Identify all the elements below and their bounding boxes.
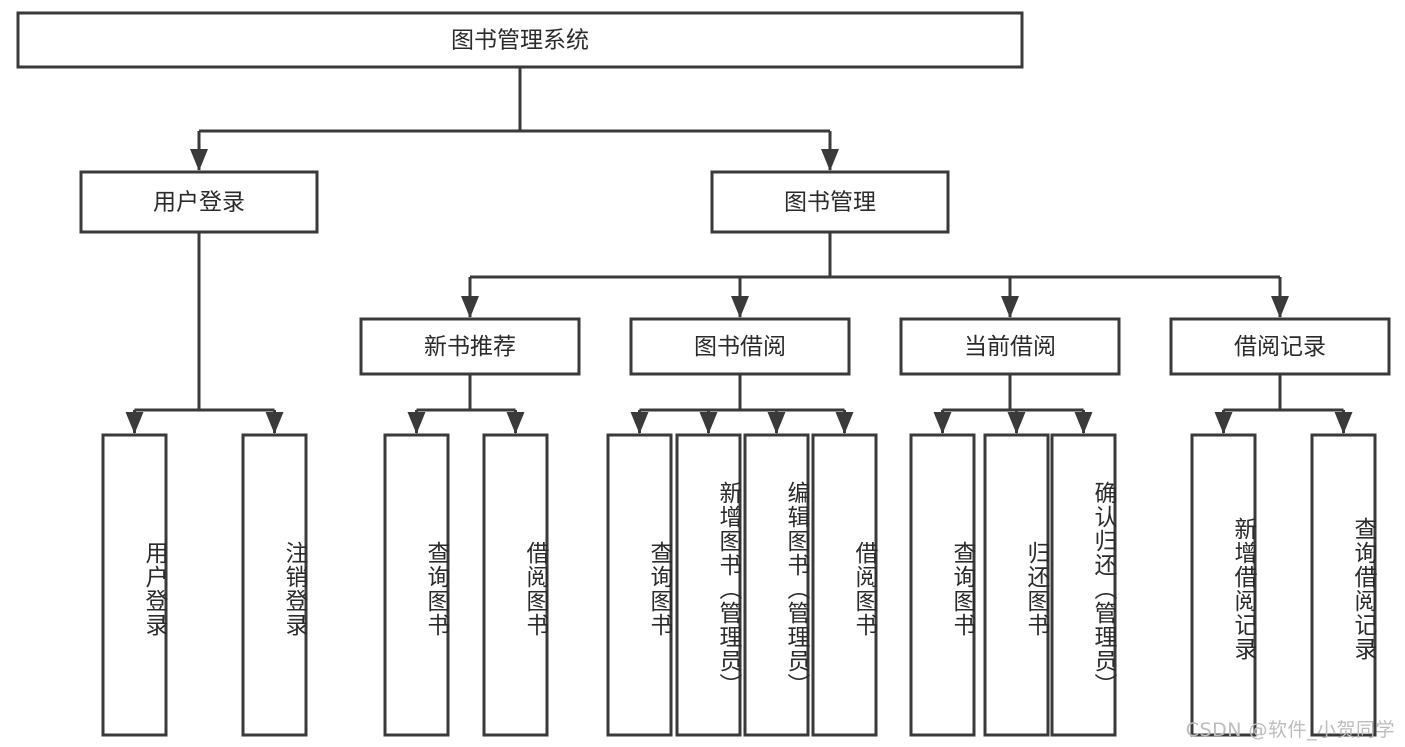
- arrowhead-root-to-level2-1: [821, 149, 839, 171]
- level3-label-当前借阅: 当前借阅: [964, 334, 1056, 360]
- arrowhead-root-to-level2-0: [190, 149, 208, 171]
- level3-label-新书推荐: 新书推荐: [424, 334, 516, 360]
- level2-label-图书管理: 图书管理: [784, 190, 876, 216]
- boxes-layer: [16, 11, 1391, 737]
- level2-label-用户登录: 用户登录: [153, 190, 245, 216]
- level2-box-图书管理[interactable]: [710, 170, 950, 234]
- leaf-box-归还图书[interactable]: [983, 433, 1050, 737]
- arrowhead-bookmgmt-to-level3-1: [731, 296, 749, 318]
- leaf-box-编辑图书管理员[interactable]: [743, 433, 810, 737]
- watermark-text: CSDN @软件_小贺同学: [1185, 719, 1395, 741]
- leaf-box-新增借阅记录[interactable]: [1190, 433, 1257, 737]
- root-label-图书管理系统: 图书管理系统: [451, 28, 589, 54]
- arrowhead-leafgroup-0-1: [265, 412, 284, 434]
- arrowhead-leafgroup-2-0: [630, 412, 649, 434]
- arrowhead-leafgroup-1-0: [407, 412, 426, 434]
- arrowhead-leafgroup-0-0: [125, 412, 144, 434]
- leaf-box-用户登录[interactable]: [101, 433, 168, 737]
- arrowhead-bookmgmt-to-level3-3: [1271, 296, 1289, 318]
- level3-label-借阅记录: 借阅记录: [1234, 334, 1326, 360]
- arrowhead-leafgroup-4-1: [1334, 412, 1353, 434]
- level3-box-当前借阅[interactable]: [899, 317, 1121, 376]
- leaf-box-查询图书[interactable]: [606, 433, 673, 737]
- leaf-box-查询借阅记录[interactable]: [1310, 433, 1377, 737]
- arrowhead-leafgroup-2-1: [699, 412, 718, 434]
- arrowhead-leafgroup-3-0: [933, 412, 952, 434]
- leaf-box-确认归还管理员[interactable]: [1050, 433, 1117, 737]
- root-box-图书管理系统[interactable]: [16, 11, 1024, 69]
- arrowhead-leafgroup-3-1: [1007, 412, 1026, 434]
- leaf-box-借阅图书[interactable]: [482, 433, 549, 737]
- leaf-box-注销登录[interactable]: [241, 433, 308, 737]
- arrowhead-leafgroup-3-2: [1074, 412, 1093, 434]
- level3-box-新书推荐[interactable]: [359, 317, 581, 376]
- arrowhead-bookmgmt-to-level3-2: [1001, 296, 1019, 318]
- leaf-box-查询图书[interactable]: [383, 433, 450, 737]
- arrowhead-bookmgmt-to-level3-0: [461, 296, 479, 318]
- connectors-layer: [125, 67, 1353, 434]
- leaf-box-借阅图书[interactable]: [811, 433, 878, 737]
- arrowhead-leafgroup-1-1: [506, 412, 525, 434]
- arrowhead-leafgroup-2-3: [835, 412, 854, 434]
- leaf-box-查询图书[interactable]: [909, 433, 976, 737]
- level3-label-图书借阅: 图书借阅: [694, 334, 786, 360]
- level3-box-图书借阅[interactable]: [629, 317, 851, 376]
- arrowhead-leafgroup-2-2: [767, 412, 786, 434]
- arrowhead-leafgroup-4-0: [1214, 412, 1233, 434]
- level2-box-用户登录[interactable]: [79, 170, 319, 234]
- level3-box-借阅记录[interactable]: [1169, 317, 1391, 376]
- leaf-box-新增图书管理员[interactable]: [675, 433, 742, 737]
